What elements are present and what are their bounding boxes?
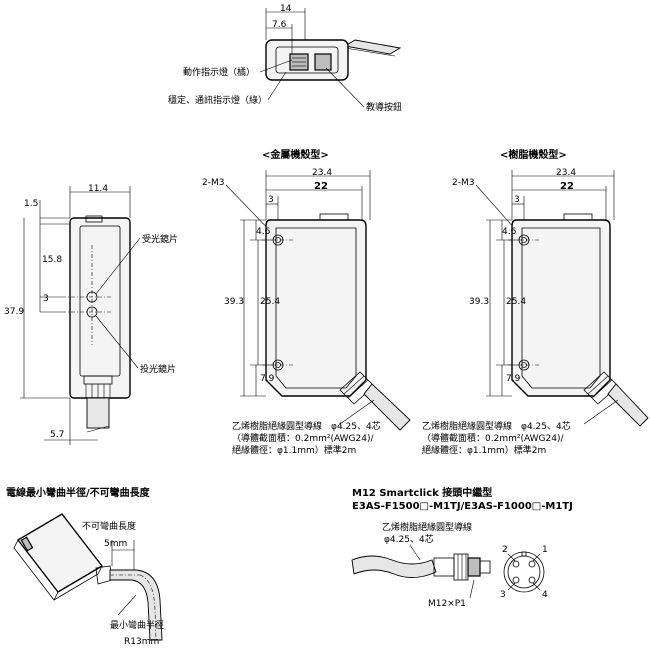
connector-models: E3AS-F1500□-M1TJ/E3AS-F1000□-M1TJ: [352, 501, 573, 512]
label-operation-indicator: 動作指示燈（橘）: [183, 66, 255, 78]
label-receiver-lens: 受光鏡片: [142, 233, 178, 245]
connector-label-cable-spec: φ4.25、4芯: [384, 533, 434, 545]
top-view: 14 7.6 動作指示燈（橘） 穩定、通訊指示燈（綠） 教導按鈕: [168, 4, 402, 113]
resin-view: <樹脂機殼型> 2-M3 23.4 22 3 4.6 39.3: [422, 148, 649, 456]
side-dim-total: 37.9: [4, 307, 24, 317]
pin-label-4: 4: [542, 590, 548, 600]
value-unbendable: 5mm: [104, 539, 127, 549]
pin-label-3: 3: [500, 590, 506, 600]
side-dim-receiver: 15.8: [42, 255, 62, 265]
resin-title: <樹脂機殼型>: [500, 148, 567, 161]
side-dim-width: 11.4: [88, 184, 108, 194]
metal-sensor-body: [265, 219, 367, 397]
bend-cable: [109, 569, 163, 641]
pin-label-1: 1: [542, 545, 548, 555]
pin-4: [528, 576, 536, 584]
bend-section: 電線最小彎曲半徑/不可彎曲長度 不可彎曲長度 5mm 最小彎曲半徑 R13mm: [6, 486, 164, 647]
metal-cable-line3: 絕緣體徑：φ1.1mm）標準2m: [232, 444, 356, 456]
side-cable: [86, 397, 110, 429]
connector-section: M12 Smartclick 接頭中繼型 E3AS-F1500□-M1TJ/E3…: [351, 486, 573, 609]
connector-title: M12 Smartclick 接頭中繼型: [352, 486, 492, 499]
pin-3: [512, 576, 520, 584]
connector-label-thread: M12×P1: [428, 599, 466, 609]
pin-label-2: 2: [502, 545, 508, 555]
metal-cable-line2: （導體截面積：0.2mm²(AWG24)/: [232, 432, 374, 444]
metal-cable-line1: 乙烯樹脂絕緣圓型導線 φ4.25、4芯: [232, 420, 381, 432]
metal-dim-outer: 23.4: [312, 168, 332, 178]
pin-2: [512, 560, 520, 568]
side-dim-bottom: 5.7: [50, 430, 64, 440]
metal-dim-bottom: 7.9: [260, 374, 275, 384]
metal-dim-hole-span: 25.4: [260, 297, 280, 307]
side-view: 11.4 1.5 15.8 37.9 3 5.7 受: [4, 184, 178, 445]
resin-label-holes: 2-M3: [452, 178, 474, 188]
side-dim-top: 1.5: [24, 199, 38, 209]
metal-view: <金屬機殼型> 2-M3 23.4 22 3: [202, 148, 411, 456]
resin-cable-line2: （導體截面積：0.2mm²(AWG24)/: [422, 432, 564, 444]
resin-cable-line1: 乙烯樹脂絕緣圓型導線 φ4.25、4芯: [422, 420, 571, 432]
resin-dim-height: 39.3: [469, 297, 489, 307]
resin-dim-bottom: 7.9: [506, 374, 521, 384]
metal-cable: [363, 383, 411, 431]
connector-cable: [351, 555, 437, 578]
label-stability-indicator: 穩定、通訊指示燈（綠）: [168, 94, 267, 106]
connector-pin-face: [503, 551, 545, 593]
metal-label-holes: 2-M3: [202, 178, 224, 188]
connector-label-cable: 乙烯樹脂絕緣圓型導線: [382, 521, 472, 533]
resin-dim-hole-span: 25.4: [506, 297, 526, 307]
metal-dim-height: 39.3: [224, 297, 244, 307]
resin-dim-hole-y: 4.6: [502, 227, 517, 237]
teach-button-shape: [314, 53, 332, 71]
label-emitter-lens: 投光鏡片: [140, 363, 176, 375]
label-teach-button: 教導按鈕: [366, 101, 402, 113]
resin-dim-inner: 22: [560, 181, 574, 192]
resin-dim-outer: 23.4: [556, 168, 576, 178]
bend-title: 電線最小彎曲半徑/不可彎曲長度: [6, 486, 151, 499]
resin-cable: [607, 383, 649, 427]
pin-1: [528, 560, 536, 568]
label-min-radius: 最小彎曲半徑: [110, 619, 164, 631]
connector-sleeve: [433, 557, 455, 577]
top-dim-width: 14: [280, 4, 292, 14]
top-cable: [343, 39, 402, 55]
label-unbendable: 不可彎曲長度: [82, 520, 136, 532]
metal-dim-inner: 22: [314, 181, 328, 192]
side-sensor-body: [69, 217, 131, 399]
metal-title: <金屬機殼型>: [262, 148, 329, 161]
resin-cable-line3: 絕緣體徑：φ1.1mm）標準2m: [422, 444, 546, 456]
top-dim-offset: 7.6: [272, 20, 287, 30]
resin-dim-hole-x: 3: [514, 195, 520, 205]
side-dim-gap: 3: [43, 294, 49, 304]
metal-dim-hole-y: 4.6: [256, 227, 271, 237]
value-min-radius: R13mm: [124, 637, 159, 647]
metal-dim-hole-x: 3: [268, 195, 274, 205]
